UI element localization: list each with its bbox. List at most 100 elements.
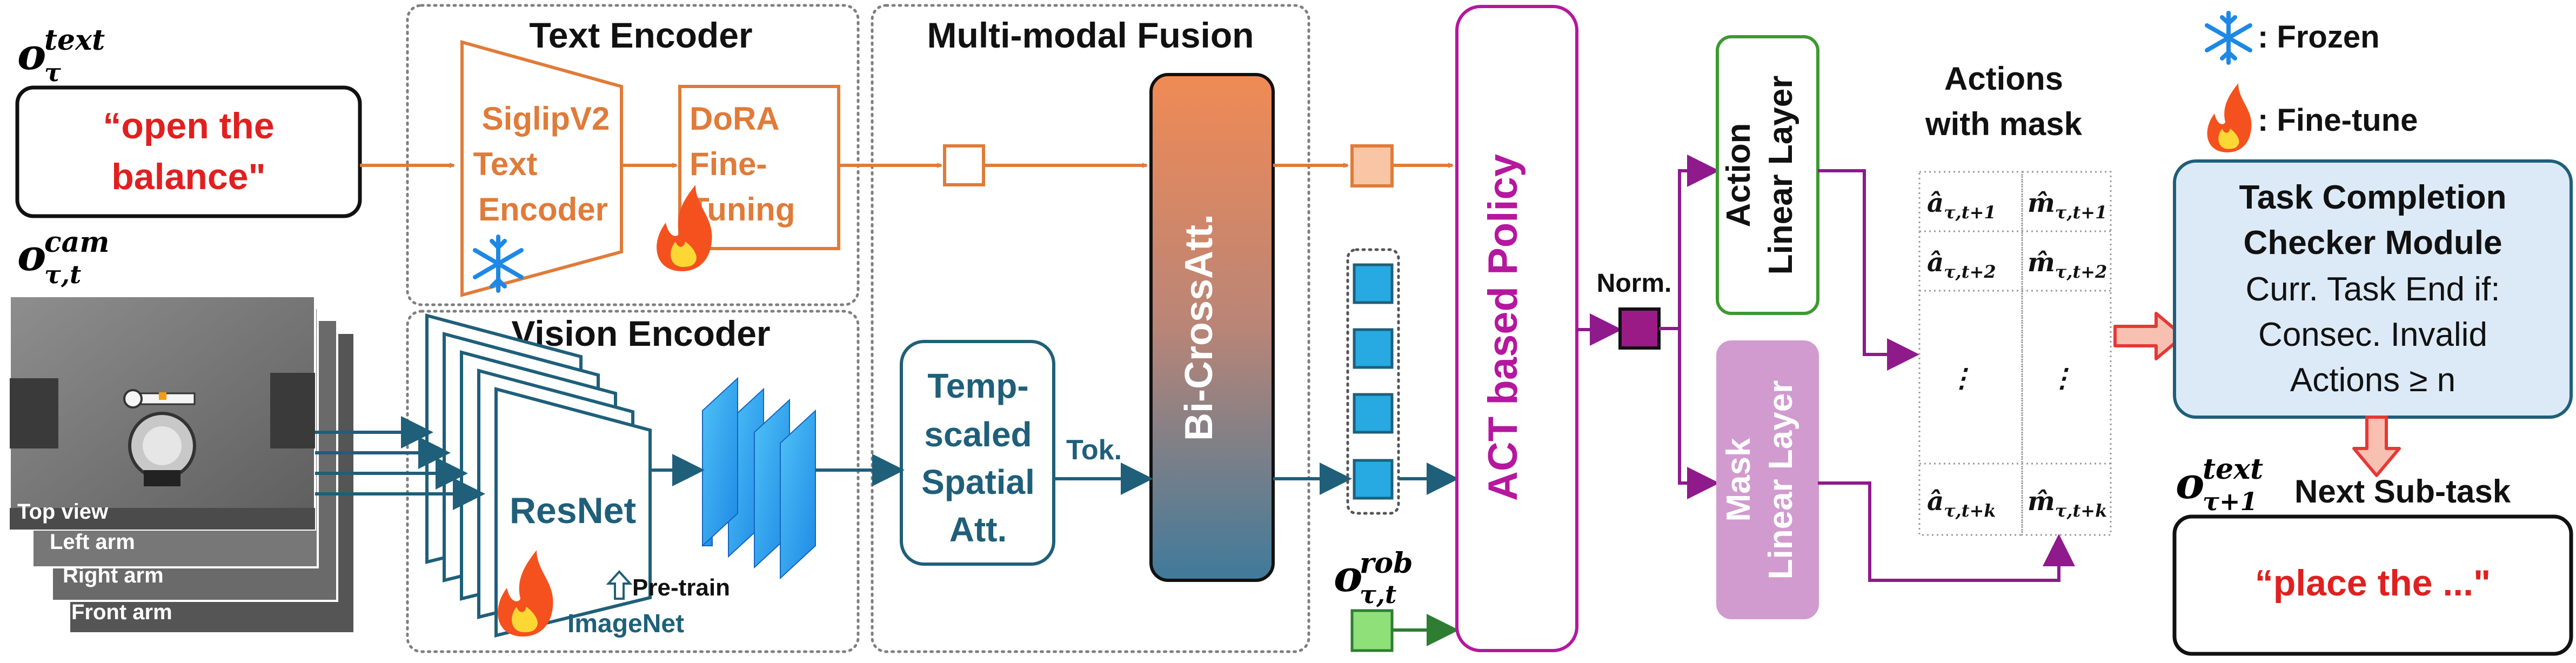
actions-with-mask: Actions with mask âτ,t+1 m̂τ,t+1 âτ,t+2 m̂τ… bbox=[1918, 61, 2112, 536]
bicross-att-block bbox=[1149, 73, 1275, 582]
vision-token-stack bbox=[1346, 248, 1400, 515]
legend-frozen: : Frozen bbox=[2258, 19, 2380, 55]
fusion-title: Multi-modal Fusion bbox=[927, 15, 1254, 55]
text-input-line2: balance" bbox=[111, 156, 265, 197]
text-token-square bbox=[943, 144, 985, 186]
pretrain-label: Pre-train bbox=[632, 574, 730, 601]
norm-square bbox=[1618, 307, 1661, 350]
siglip-line1: SiglipV2 bbox=[482, 101, 610, 137]
balance-display bbox=[144, 470, 180, 486]
action-cell: âτ,t+k bbox=[1927, 486, 1996, 521]
act-policy-label: ACT based Policy bbox=[1480, 154, 1526, 501]
actions-title-line2: with mask bbox=[1925, 106, 2083, 142]
actions-grid bbox=[1918, 171, 2112, 536]
cam-obs-sub: τ,t bbox=[44, 260, 81, 289]
mask-cell: m̂τ,t+k bbox=[2028, 486, 2107, 521]
fused-text-feature bbox=[1350, 144, 1394, 187]
text-input-box bbox=[15, 85, 362, 218]
spatial-line3: Spatial bbox=[921, 463, 1035, 501]
dora-line1: DoRA bbox=[690, 101, 780, 137]
action-layer-line2: Linear Layer bbox=[1762, 76, 1799, 275]
action-linear-layer: Action Linear Layer bbox=[1716, 35, 1819, 315]
robot-observation: o τ,t rob bbox=[1334, 547, 1459, 652]
handle-knob bbox=[123, 389, 143, 408]
siglip-line3: Encoder bbox=[478, 191, 608, 227]
arrow-action-to-table bbox=[1818, 169, 1919, 371]
siglip-line2: Text bbox=[473, 146, 538, 182]
arrow-norm-to-mask bbox=[1678, 329, 1719, 499]
bicross-label: Bi-CrossAtt. bbox=[1177, 214, 1221, 441]
resnet-label: ResNet bbox=[510, 490, 636, 531]
legend: : Frozen : Fine-tune bbox=[2205, 11, 2418, 152]
spatial-line4: Att. bbox=[949, 510, 1007, 549]
text-observation: o τ text “open the balance" bbox=[15, 24, 362, 218]
rob-obs-sub: τ,t bbox=[1360, 580, 1396, 609]
action-layer-line1: Action bbox=[1720, 123, 1757, 227]
checker-line3: Actions ≥ n bbox=[2290, 361, 2455, 399]
action-rows: âτ,t+1 m̂τ,t+1 âτ,t+2 m̂τ,t+2 ⋮ ⋮ âτ,t+k m̂τ,t+… bbox=[1927, 188, 2107, 521]
mask-cell: ⋮ bbox=[2049, 363, 2075, 393]
next-subtask-title: Next Sub-task bbox=[2294, 473, 2511, 510]
camera-observation: o τ,t cam Top view Left arm Right arm Fr… bbox=[9, 226, 356, 634]
floor-stripe bbox=[10, 508, 315, 530]
arrow-norm-to-action bbox=[1659, 155, 1719, 330]
task-completion-checker: Task Completion Checker Module Curr. Tas… bbox=[2173, 159, 2573, 419]
snowflake-icon bbox=[473, 235, 524, 293]
arrow-mask-to-table bbox=[1818, 481, 2075, 582]
next-obs-symbol: o bbox=[2176, 458, 2204, 508]
actions-title-line1: Actions bbox=[1944, 61, 2063, 97]
legend-finetune: : Fine-tune bbox=[2258, 103, 2418, 138]
robot-arm-left bbox=[10, 378, 58, 448]
robot-state-token bbox=[1350, 609, 1394, 652]
orange-marker bbox=[159, 392, 166, 400]
rob-obs-symbol: o bbox=[1334, 551, 1362, 601]
spatial-line1: Temp- bbox=[927, 366, 1028, 405]
next-obs-sup: text bbox=[2203, 453, 2263, 486]
view-label-right: Right arm bbox=[63, 564, 164, 587]
action-cell: âτ,t+2 bbox=[1927, 247, 1996, 282]
spatial-att-box bbox=[900, 340, 1055, 566]
cam-obs-symbol: o bbox=[17, 230, 46, 280]
text-encoder-title: Text Encoder bbox=[529, 15, 752, 55]
imagenet-label: ImageNet bbox=[567, 610, 684, 638]
mask-cell: m̂τ,t+1 bbox=[2028, 188, 2107, 223]
mask-layer-box bbox=[1716, 340, 1819, 619]
vision-token bbox=[1353, 393, 1394, 434]
vision-encoder-title: Vision Encoder bbox=[511, 313, 770, 353]
action-layer-box bbox=[1716, 35, 1819, 315]
text-obs-symbol: o bbox=[17, 29, 46, 79]
checker-line1: Curr. Task End if: bbox=[2246, 271, 2500, 308]
vision-token bbox=[1353, 459, 1394, 500]
vision-token bbox=[1353, 263, 1394, 304]
action-cell: ⋮ bbox=[1949, 363, 1975, 393]
mask-layer-line2: Linear Layer bbox=[1762, 380, 1799, 580]
text-obs-sup: text bbox=[44, 24, 105, 57]
view-label-top: Top view bbox=[17, 500, 109, 524]
pretrain-up-arrow bbox=[606, 570, 633, 600]
checker-line2: Consec. Invalid bbox=[2258, 316, 2487, 353]
siglip-encoder-shape bbox=[460, 40, 623, 297]
dora-line2: Fine- bbox=[690, 146, 767, 182]
norm-label: Norm. bbox=[1597, 269, 1672, 298]
cam-obs-sup: cam bbox=[44, 226, 109, 259]
fusion-panel: Multi-modal Fusion Temp- scaled Spatial … bbox=[871, 4, 1310, 653]
view-label-front: Front arm bbox=[71, 600, 172, 624]
balance-dial-inner bbox=[143, 426, 182, 465]
checker-title-line1: Task Completion bbox=[2239, 179, 2507, 216]
fire-icon bbox=[2207, 83, 2252, 152]
camera-arrows bbox=[315, 416, 485, 510]
spatial-line2: scaled bbox=[924, 415, 1032, 454]
view-label-left: Left arm bbox=[50, 530, 135, 554]
vision-token bbox=[1353, 328, 1394, 369]
arrow-checker-to-next bbox=[2352, 416, 2401, 477]
fire-icon bbox=[657, 185, 712, 271]
action-cell: âτ,t+1 bbox=[1927, 188, 1996, 223]
arrow-table-to-checker bbox=[2113, 312, 2185, 360]
vision-token-frame bbox=[1346, 248, 1400, 515]
mask-cell: m̂τ,t+2 bbox=[2028, 247, 2107, 282]
text-input-line1: “open the bbox=[103, 105, 274, 146]
next-subtask-text: “place the ..." bbox=[2255, 562, 2491, 604]
rob-obs-sup: rob bbox=[1360, 547, 1413, 580]
next-obs-sub: τ+1 bbox=[2203, 487, 2258, 516]
